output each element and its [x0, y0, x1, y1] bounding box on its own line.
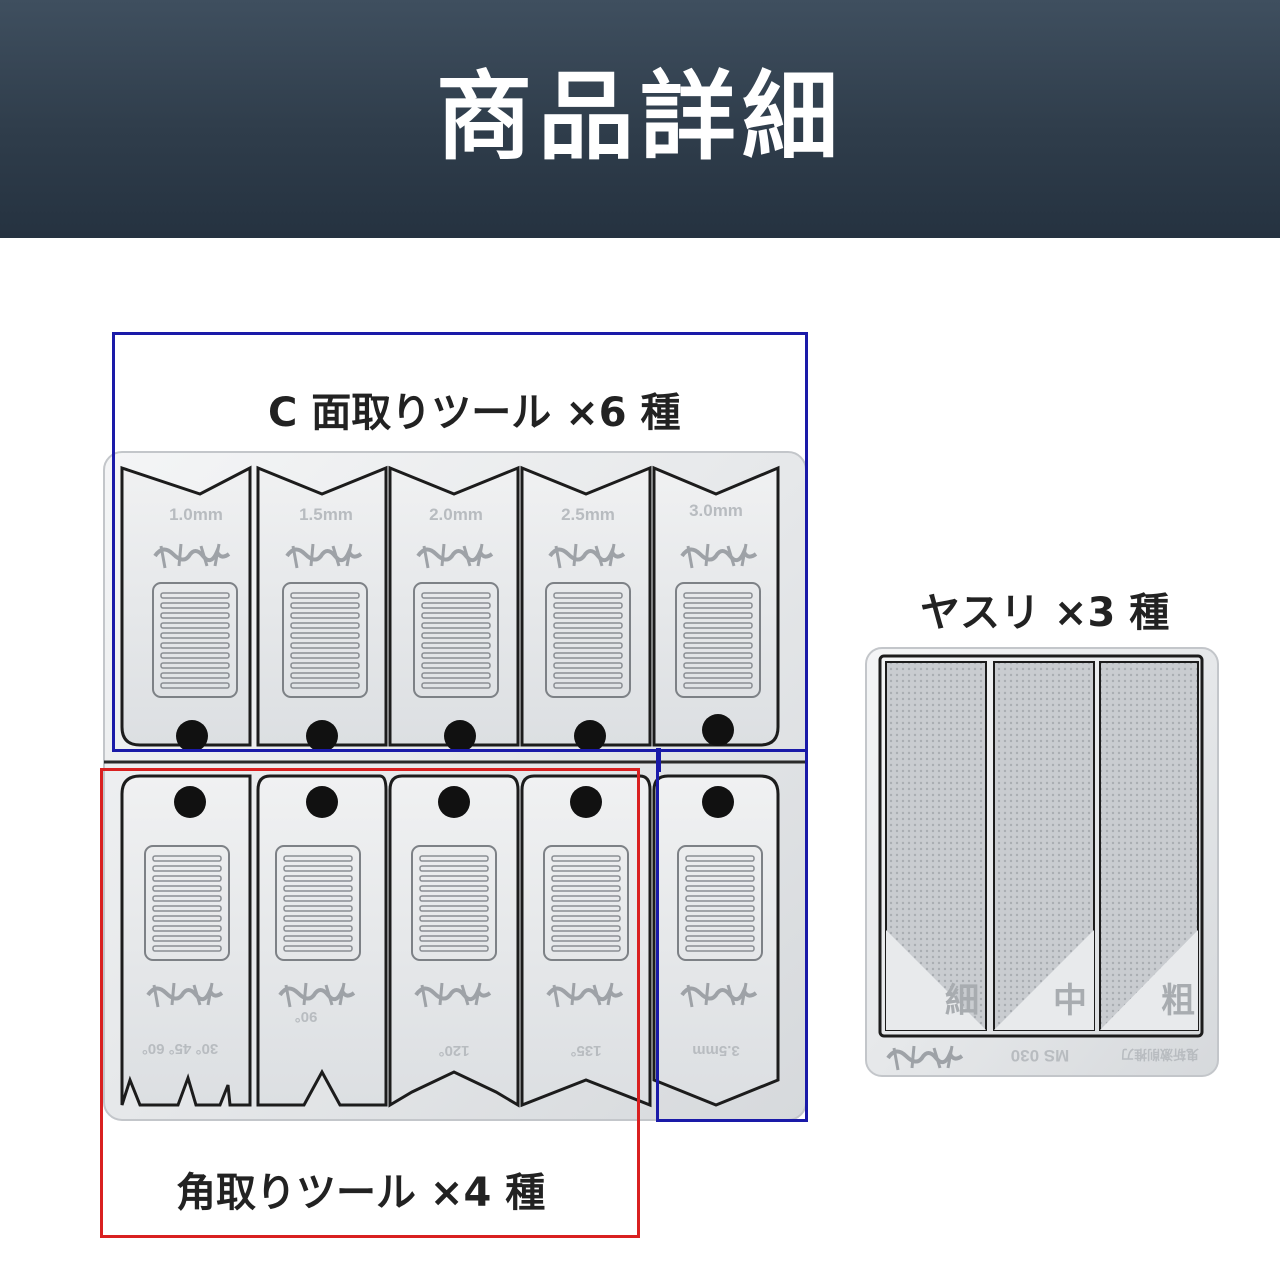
- size-label: 3.0mm: [689, 501, 743, 520]
- file-strip-coarse: [1099, 661, 1199, 1031]
- c-tool-2: [256, 465, 388, 752]
- header-banner: 商品詳細: [0, 0, 1280, 238]
- c-tool-6: [652, 774, 780, 1107]
- corner-tool-2: [256, 774, 388, 1107]
- label-c-chamfer-tools: C 面取りツール ×6 種: [268, 390, 681, 436]
- label-file: ヤスリ ×3 種: [920, 590, 1170, 636]
- grade-coarse: 粗: [1161, 981, 1195, 1021]
- grade-fine: 細: [945, 981, 979, 1021]
- angle-label: 120°: [438, 1042, 469, 1059]
- top-row-tools: [120, 465, 780, 752]
- file-plate: 細 中 粗 MS 030 鬼斩激削推刀: [865, 647, 1219, 1077]
- angle-label: 135°: [570, 1042, 601, 1059]
- file-model: MS 030: [1011, 1046, 1070, 1065]
- c-tool-frame-top: [112, 332, 808, 752]
- bottom-row-labels: 30° 45° 60° 90° 120° 135° 3.5mm: [142, 1008, 740, 1059]
- bottom-row-tools: [120, 774, 780, 1108]
- label-corner-tools: 角取りツール ×4 種: [176, 1170, 546, 1216]
- corner-tool-4: [520, 774, 652, 1108]
- size-label: 2.5mm: [561, 505, 615, 524]
- file-strip-medium: [993, 661, 1095, 1031]
- page-title: 商品詳細: [436, 61, 844, 173]
- corner-tool-3: [388, 774, 520, 1108]
- corner-tool-1: [120, 774, 252, 1107]
- c-tool-5: [652, 465, 780, 747]
- size-label: 2.0mm: [429, 505, 483, 524]
- c-tool-4: [520, 465, 652, 752]
- size-label: 1.5mm: [299, 505, 353, 524]
- grade-medium: 中: [1053, 981, 1087, 1021]
- top-row-size-labels: 1.0mm 1.5mm 2.0mm 2.5mm 3.0mm: [169, 501, 743, 524]
- size-label: 1.0mm: [169, 505, 223, 524]
- file-maker: 鬼斩激削推刀: [1121, 1047, 1199, 1062]
- angle-label: 30° 45° 60°: [142, 1040, 218, 1057]
- angle-label: 90°: [295, 1008, 318, 1025]
- c-tool-3: [388, 465, 520, 752]
- size-label: 3.5mm: [692, 1042, 740, 1059]
- c-tool-frame-side: [656, 748, 808, 1122]
- corner-tool-frame: [100, 768, 640, 1238]
- file-strip-fine: [885, 661, 987, 1031]
- c-tool-frame-joint: [656, 748, 661, 772]
- c-tool-1: [120, 465, 252, 752]
